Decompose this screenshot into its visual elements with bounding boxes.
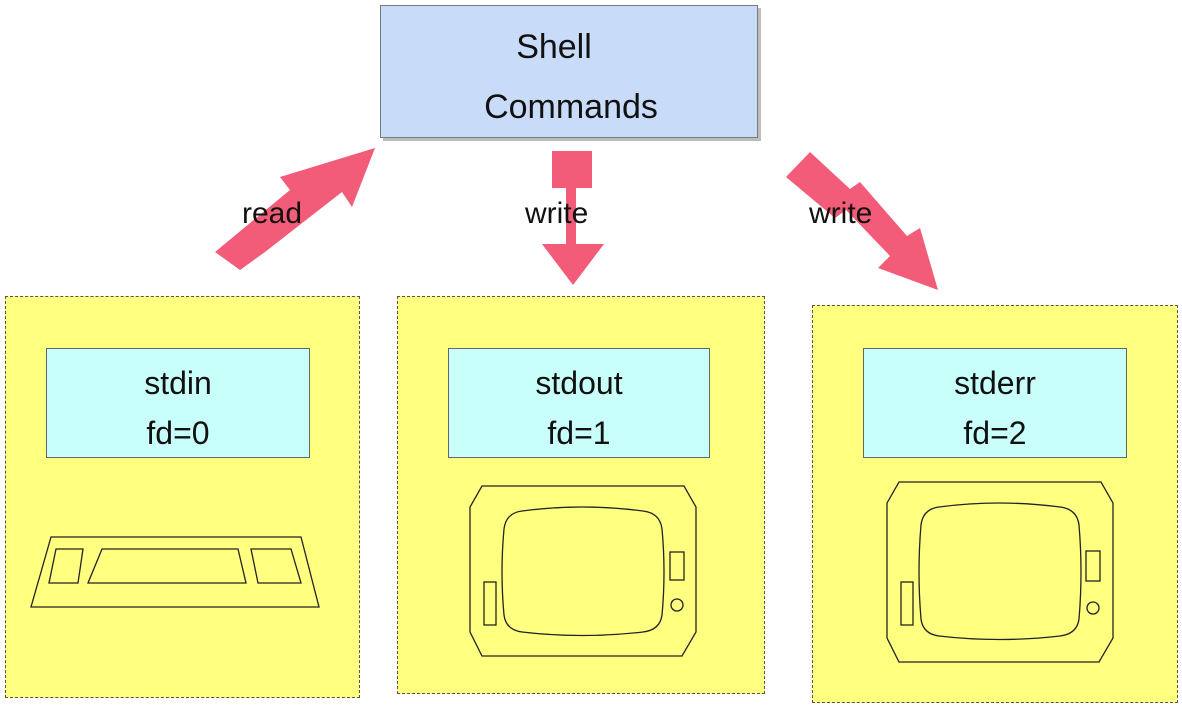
- stdin-panel: stdin fd=0: [5, 296, 360, 698]
- stdout-panel: stdout fd=1: [397, 296, 765, 694]
- stream-name: stdout: [535, 365, 623, 401]
- monitor-icon: [886, 481, 1114, 663]
- stream-name: stderr: [954, 365, 1036, 401]
- write-arrow-stderr-icon: [786, 152, 938, 290]
- read-label: read: [242, 197, 303, 230]
- shell-commands-box: Shell Commands: [380, 5, 758, 138]
- stream-name: stdin: [144, 365, 212, 401]
- stderr-panel: stderr fd=2: [812, 305, 1178, 703]
- stream-fd: fd=1: [547, 415, 611, 451]
- stream-fd: fd=0: [146, 415, 210, 451]
- stdout-label-box: stdout fd=1: [448, 348, 710, 458]
- keyboard-icon: [30, 536, 320, 608]
- stream-fd: fd=2: [963, 415, 1027, 451]
- shell-title: Shell: [516, 28, 592, 66]
- stdin-label-box: stdin fd=0: [46, 348, 310, 458]
- stderr-label-box: stderr fd=2: [863, 348, 1127, 458]
- shell-subtitle: Commands: [484, 88, 658, 126]
- write-label-stderr: write: [809, 197, 873, 230]
- write-arrow-stdout-icon: [542, 151, 604, 285]
- write-label-stdout: write: [525, 197, 589, 230]
- read-arrow-icon: [215, 148, 375, 270]
- monitor-icon: [469, 485, 697, 657]
